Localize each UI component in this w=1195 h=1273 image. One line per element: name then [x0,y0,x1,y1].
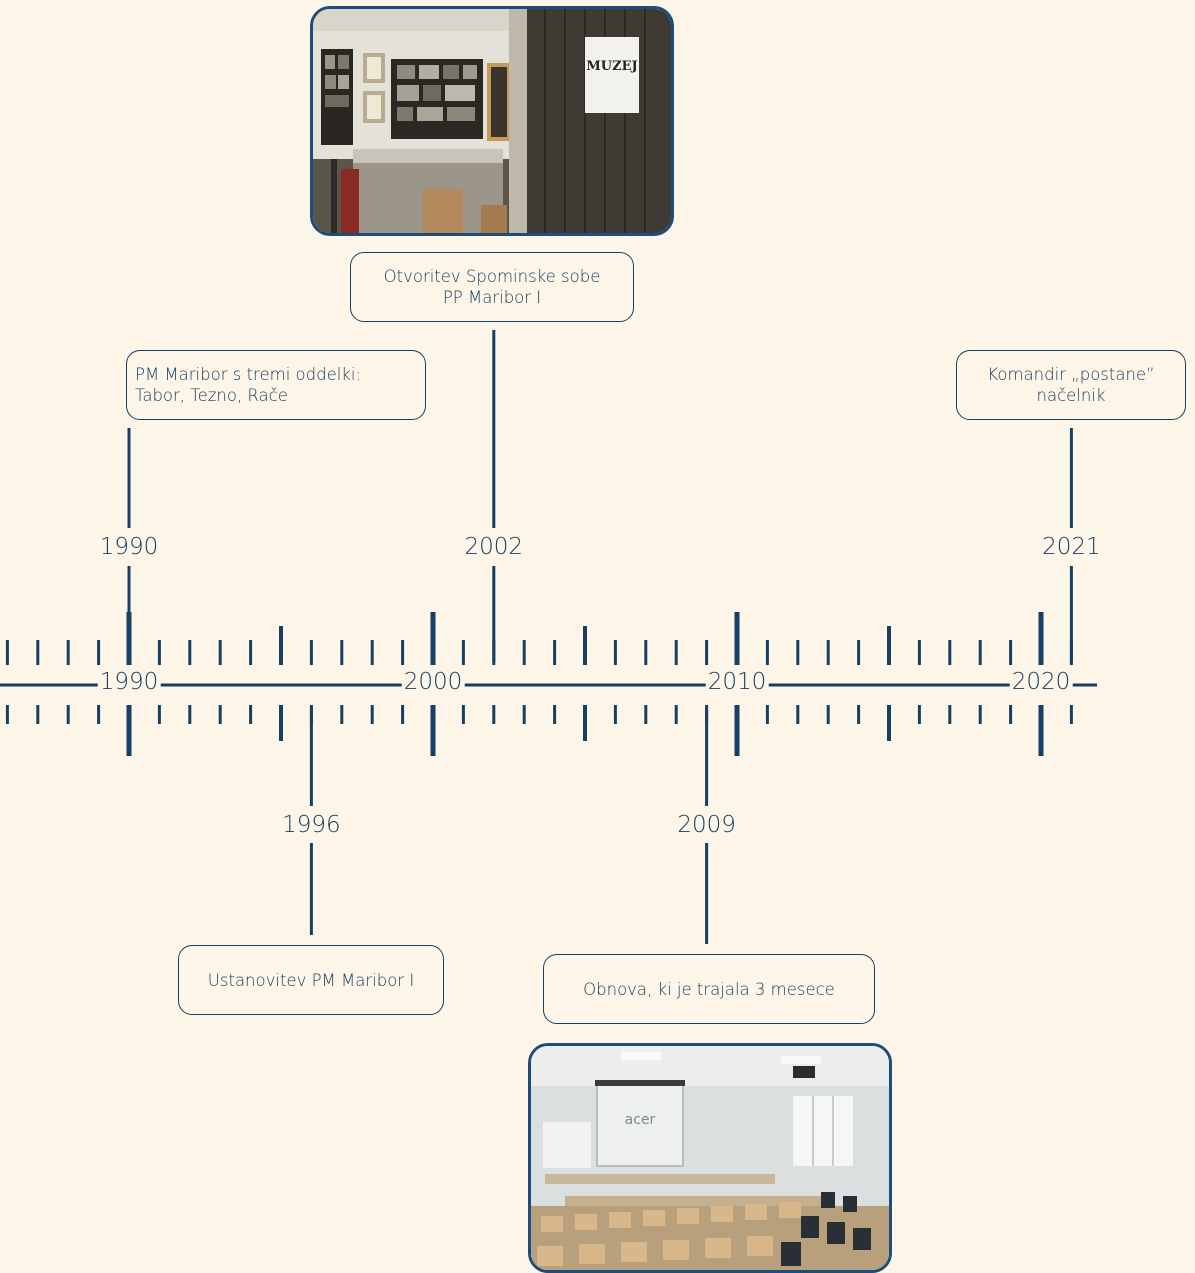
event-year-label: 1990 [97,533,161,561]
classroom-photo: acer [528,1043,892,1273]
event-text-line: Obnova, ki je trajala 3 mesece [583,979,835,999]
decade-label: 2020 [1009,668,1073,696]
decade-label: 2000 [401,668,465,696]
projector-screen-logo: acer [624,1112,656,1128]
event-year-label: 2009 [675,811,738,839]
event-text-line: Komandir „postane” [987,365,1155,384]
event-year-label: 2002 [462,533,526,561]
event-box-2002: Otvoritev Spominske sobe PP Maribor I [350,252,634,322]
event-text-line: Otvoritev Spominske sobe [383,267,601,286]
event-box-1996: Ustanovitev PM Maribor I [178,945,444,1015]
event-text-line: PM Maribor s tremi oddelki: [135,365,362,384]
event-text-line: Tabor, Tezno, Rače [135,386,288,405]
event-text-line: Ustanovitev PM Maribor I [207,970,415,990]
event-year-label: 1996 [280,811,343,839]
event-text-line: PP Maribor I [442,288,542,307]
event-year-label: 2021 [1040,533,1103,561]
event-box-2009: Obnova, ki je trajala 3 mesece [543,954,875,1024]
event-box-1990: PM Maribor s tremi oddelki: Tabor, Tezno… [126,350,426,420]
decade-label: 2010 [705,668,769,696]
event-text-line: načelnik [1036,386,1106,405]
decade-label: 1990 [97,668,161,696]
museum-room-photo: MUZEJ [310,6,674,236]
museum-sign: MUZEJ [586,59,638,74]
event-box-2021: Komandir „postane” načelnik [956,350,1186,420]
